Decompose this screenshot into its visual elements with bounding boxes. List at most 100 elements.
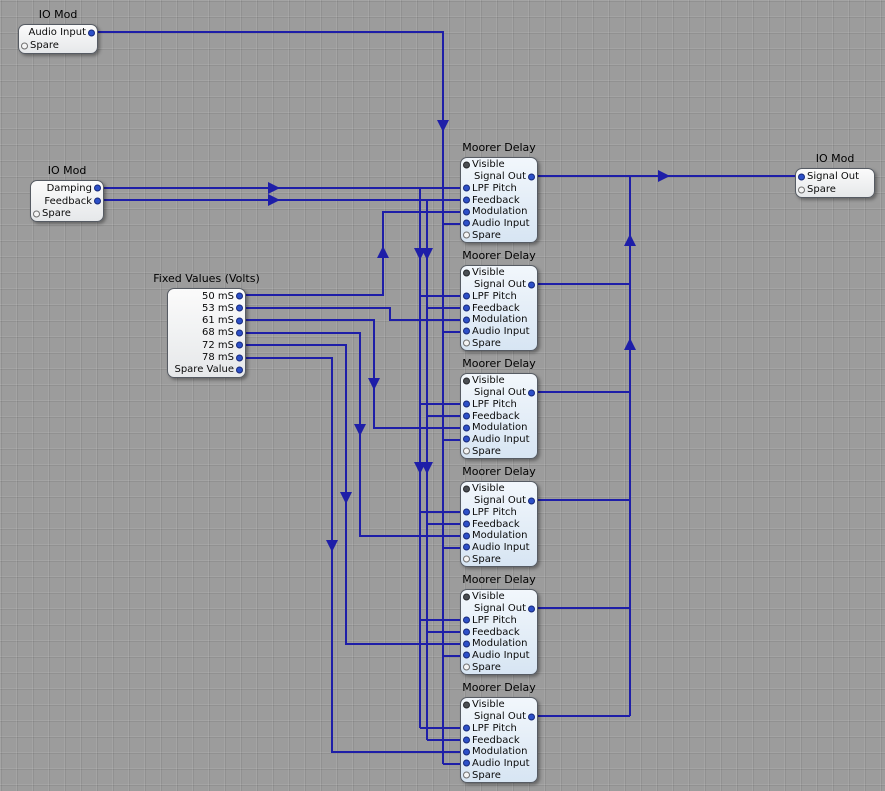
port-pin-53ms[interactable] [236,304,243,312]
port-pin-signal-out[interactable] [528,173,535,181]
port-pin-spare[interactable] [463,771,470,779]
port-label: Spare [472,661,501,673]
port-pin-modulation[interactable] [463,316,470,324]
port-pin-spare[interactable] [21,42,28,49]
wire-delay-72ms[interactable] [240,344,466,645]
port-pin-spare[interactable] [463,231,470,239]
node-box: Visible Signal Out LPF Pitch Feedback Mo… [460,157,538,243]
port-pin-78ms[interactable] [236,354,243,362]
port-label: Spare [472,445,501,457]
port-audio-input: Audio Input [461,758,537,770]
wire-damping-bus[interactable] [98,182,466,729]
port-pin-audio-input[interactable] [463,435,470,443]
port-label: 50 mS [202,290,234,302]
port-pin-spare-value[interactable] [236,366,243,374]
wire-delay-68ms[interactable] [240,332,466,537]
port-pin-modulation[interactable] [463,748,470,756]
port-pin-visible[interactable] [463,161,470,169]
port-value-61ms: 61 mS [168,315,245,327]
port-spare-value: Spare Value [168,364,245,376]
port-pin-50ms[interactable] [236,292,243,300]
port-label: Feedback [472,734,520,746]
wire-feedback-bus[interactable] [98,194,466,741]
wire-audio-input-bus[interactable] [92,31,466,765]
port-pin-spare[interactable] [33,210,40,218]
port-pin-audio-input[interactable] [463,219,470,227]
port-label: LPF Pitch [472,506,517,518]
port-pin-spare[interactable] [463,663,470,671]
port-label: Spare Value [174,364,234,376]
port-pin-audio-input[interactable] [463,651,470,659]
node-box: Damping Feedback Spare [30,180,104,222]
port-pin-modulation[interactable] [463,532,470,540]
port-pin-68ms[interactable] [236,329,243,337]
port-pin-lpf-pitch[interactable] [463,724,470,732]
port-pin-audio-input[interactable] [463,759,470,767]
port-pin-spare[interactable] [463,339,470,347]
port-pin-modulation[interactable] [463,208,470,216]
port-label: Visible [472,483,505,495]
port-pin-signal-out[interactable] [528,713,535,721]
port-pin-feedback[interactable] [463,520,470,528]
port-pin-lpf-pitch[interactable] [463,400,470,408]
port-pin-damping[interactable] [94,184,101,192]
port-pin-modulation[interactable] [463,424,470,432]
port-label: Modulation [472,746,528,758]
port-pin-spare[interactable] [463,447,470,455]
port-pin-signal-out[interactable] [798,173,805,180]
port-pin-feedback[interactable] [463,304,470,312]
port-pin-lpf-pitch[interactable] [463,184,470,192]
port-visible: Visible [461,159,537,171]
wire-delay-50ms[interactable] [240,211,466,296]
port-label: Audio Input [472,649,530,661]
wire-signal-out-bus[interactable] [532,170,801,717]
port-label: Audio Input [472,217,530,229]
port-pin-feedback[interactable] [463,628,470,636]
port-label: Spare [472,553,501,565]
port-pin-spare[interactable] [463,555,470,563]
port-value-78ms: 78 mS [168,351,245,363]
port-pin-feedback[interactable] [463,196,470,204]
port-label: 78 mS [202,352,234,364]
port-pin-audio-input[interactable] [463,327,470,335]
port-pin-modulation[interactable] [463,640,470,648]
node-title: Moorer Delay [462,249,536,262]
port-label: Spare [472,337,501,349]
port-label: Audio Input [472,433,530,445]
port-pin-audio-input[interactable] [463,543,470,551]
port-visible: Visible [461,591,537,603]
port-pin-lpf-pitch[interactable] [463,508,470,516]
port-pin-72ms[interactable] [236,341,243,349]
port-pin-spare[interactable] [798,186,805,193]
port-pin-visible[interactable] [463,701,470,709]
port-pin-feedback[interactable] [463,412,470,420]
port-pin-signal-out[interactable] [528,281,535,289]
port-label: Signal Out [807,171,860,182]
port-pin-feedback[interactable] [94,197,101,205]
node-title: IO Mod [815,152,855,165]
port-pin-audio-input[interactable] [88,29,95,36]
port-pin-visible[interactable] [463,593,470,601]
port-pin-signal-out[interactable] [528,497,535,505]
port-pin-feedback[interactable] [463,736,470,744]
port-spare: Spare [31,207,103,220]
port-pin-visible[interactable] [463,377,470,385]
wire-delay-53ms[interactable] [240,307,466,321]
port-label: 53 mS [202,302,234,314]
wire-delay-61ms[interactable] [240,319,466,429]
node-title: Moorer Delay [462,681,536,694]
node-box: Signal Out Spare [795,168,875,198]
port-pin-61ms[interactable] [236,317,243,325]
port-pin-lpf-pitch[interactable] [463,616,470,624]
port-pin-signal-out[interactable] [528,605,535,613]
port-pin-visible[interactable] [463,485,470,493]
port-pin-lpf-pitch[interactable] [463,292,470,300]
wire-delay-78ms[interactable] [240,357,466,753]
port-pin-signal-out[interactable] [528,389,535,397]
port-modulation: Modulation [461,206,537,218]
port-audio-input: Audio Input [461,542,537,554]
port-label: Signal Out [473,711,526,723]
port-pin-visible[interactable] [463,269,470,277]
